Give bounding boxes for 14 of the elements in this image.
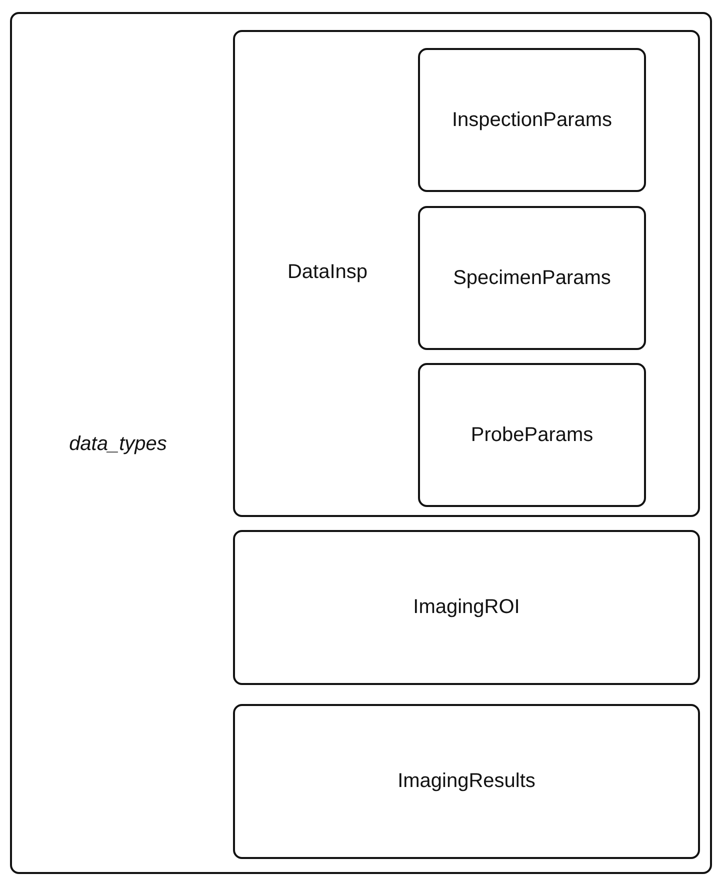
box-label: SpecimenParams <box>453 266 611 290</box>
box-label: DataInsp <box>287 260 368 284</box>
box-label: data_types <box>69 432 167 456</box>
box-label: ImagingResults <box>398 770 536 793</box>
class-box <box>418 48 646 192</box>
box-label: ImagingROI <box>413 596 520 619</box>
box-label: ProbeParams <box>470 424 594 446</box>
class-box <box>418 206 646 350</box>
class-box <box>418 363 646 507</box>
container-box <box>10 12 712 874</box>
class-box <box>233 530 700 685</box>
box-label: InspectionParams <box>452 108 612 132</box>
class-box <box>233 704 700 859</box>
container-box <box>233 30 700 517</box>
